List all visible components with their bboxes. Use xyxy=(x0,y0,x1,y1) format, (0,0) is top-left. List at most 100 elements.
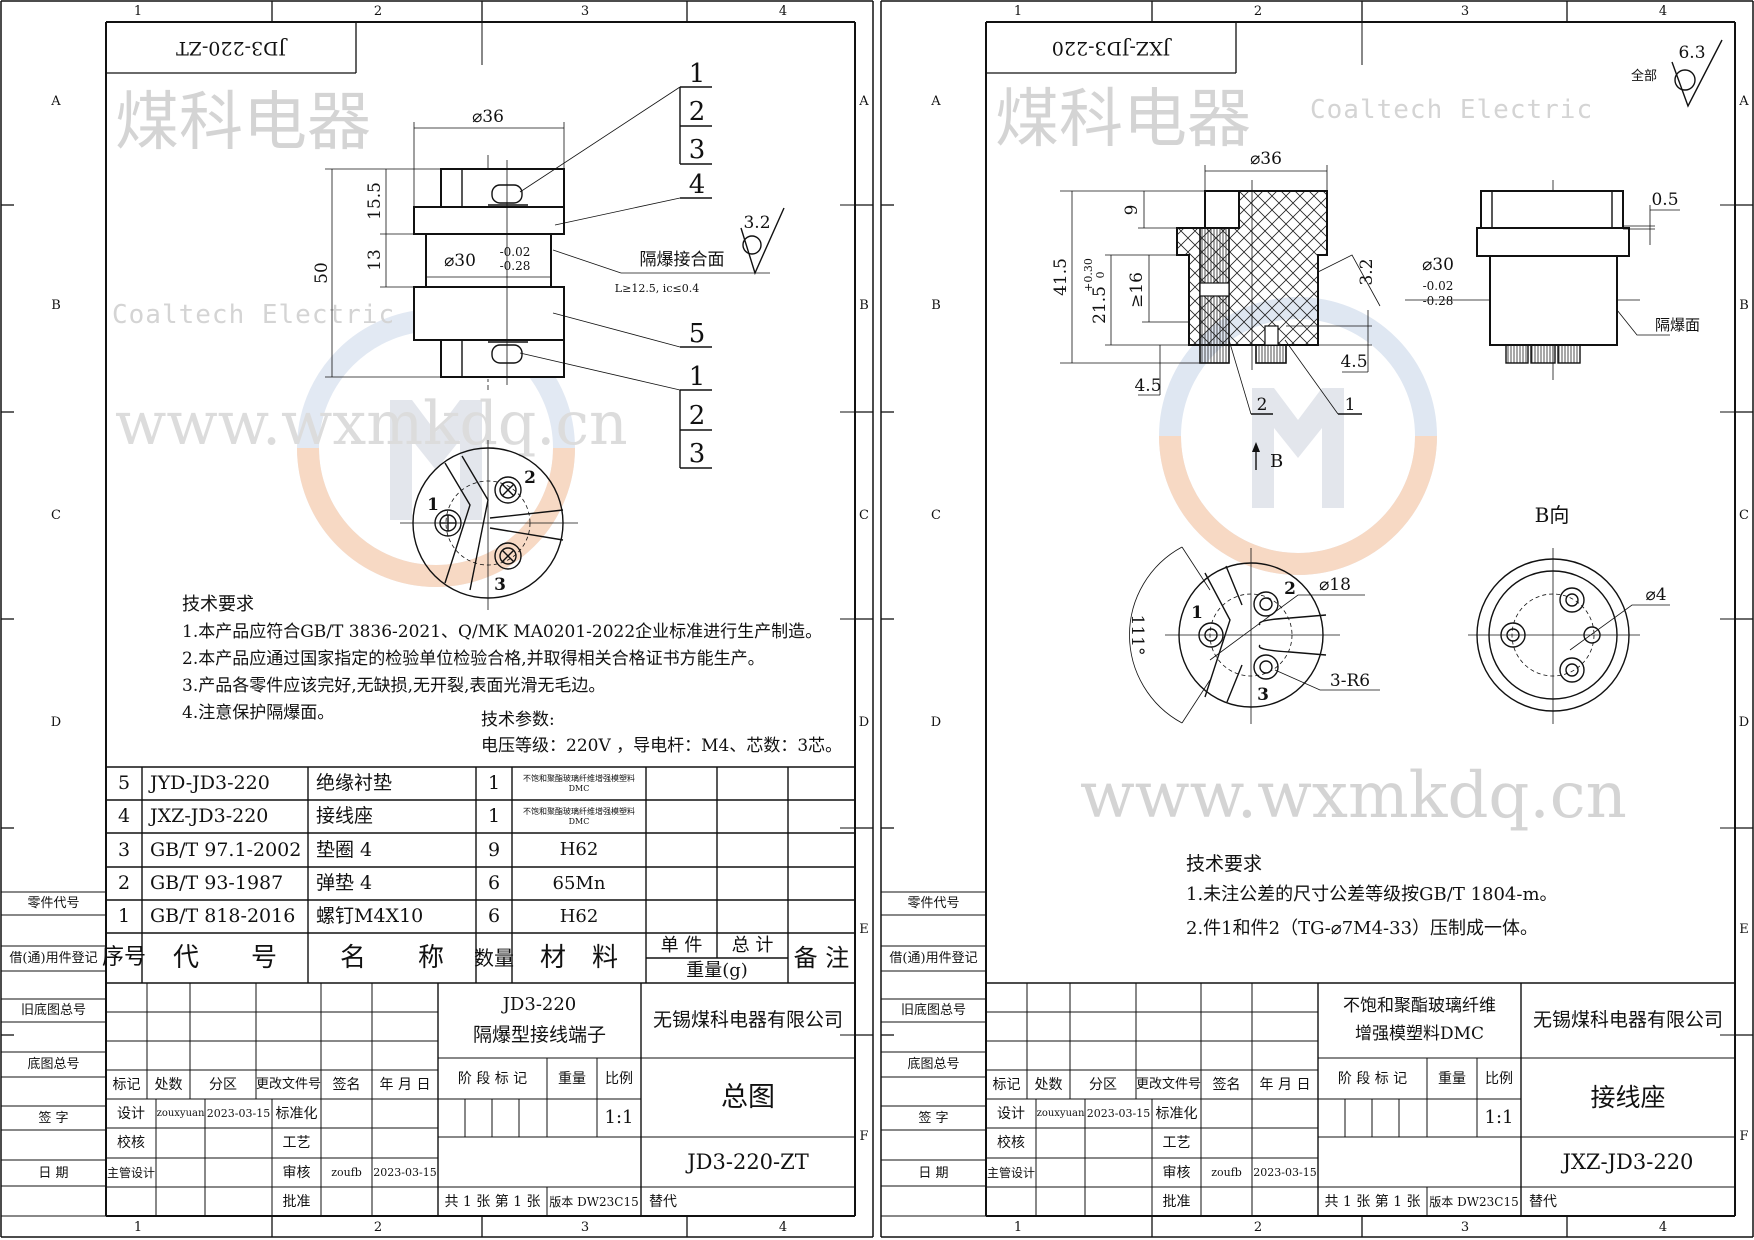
ruler-column-label: 3 xyxy=(580,3,590,19)
tb-label: 批准 xyxy=(1162,1193,1191,1210)
tb-label: 标记 xyxy=(112,1076,141,1093)
tb-label: 工艺 xyxy=(1162,1135,1191,1151)
tb-label: 比例 xyxy=(1485,1070,1513,1087)
ruler-row-label: B xyxy=(51,297,61,313)
bom-no: 1 xyxy=(117,905,131,927)
tb-label: 主管设计 xyxy=(986,1165,1035,1180)
dim-tol-lower: -0.28 xyxy=(1423,294,1454,308)
terminal-hole-icon xyxy=(1253,591,1279,617)
version: 版本 DW23C15 xyxy=(549,1194,639,1209)
design-date: 2023-03-15 xyxy=(1086,1107,1151,1120)
sheet-frame xyxy=(880,0,1754,1238)
explosion-surface-label: 隔爆接合面 xyxy=(640,250,725,270)
dim-21-5-tol-lower: 0 xyxy=(1094,272,1107,279)
terminal-screw-icon xyxy=(434,509,462,537)
tb-label: 重量 xyxy=(558,1070,586,1087)
side-table-label: 日 期 xyxy=(918,1165,949,1181)
dim-height-50: 50 xyxy=(312,262,332,284)
tb-label: 标记 xyxy=(992,1076,1021,1093)
ruler-row-label: C xyxy=(931,507,941,523)
tech-requirements-title: 技术要求 xyxy=(182,594,254,615)
ruler-column-label: 4 xyxy=(778,3,788,19)
company-name: 无锡煤科电器有限公司 xyxy=(652,1009,843,1031)
tb-label: 工艺 xyxy=(282,1135,311,1151)
terminal-label-3: 3 xyxy=(1257,685,1269,705)
terminal-screw-icon xyxy=(494,476,522,504)
review-date: 2023-03-15 xyxy=(373,1166,437,1179)
tech-requirement-2: 2.件1和件2（TG-⌀7M4-33）压制成一体。 xyxy=(1186,918,1539,939)
dim-diameter-36: ⌀36 xyxy=(1250,149,1282,169)
ruler-column-label: 4 xyxy=(778,1219,788,1235)
drawing-number: JD3-220-ZT xyxy=(687,1149,809,1174)
roughness-all-label: 全部 xyxy=(1631,68,1657,84)
terminal-hole-icon xyxy=(1500,622,1526,648)
dim-4-5-left: 4.5 xyxy=(1134,376,1161,396)
ruler-row-label: D xyxy=(858,714,870,730)
sheet-count: 共 1 张 第 1 张 xyxy=(444,1193,541,1210)
tb-label: 设计 xyxy=(997,1105,1025,1122)
dim-tol-lower: -0.28 xyxy=(500,259,531,273)
design-date: 2023-03-15 xyxy=(206,1107,271,1120)
balloon-bottom-1: 1 xyxy=(689,362,706,392)
bom-material: 65Mn xyxy=(552,872,606,894)
ruler-row-label: D xyxy=(930,714,942,730)
company-name: 无锡煤科电器有限公司 xyxy=(1532,1009,1723,1031)
bom-header-qty: 数量 xyxy=(474,946,514,970)
ruler-row-label: F xyxy=(859,1128,869,1144)
dim-diameter-18: ⌀18 xyxy=(1319,575,1351,595)
side-table-label: 底图总号 xyxy=(27,1057,80,1072)
tech-params: 电压等级：220V ，导电杆：M4、芯数：3芯。 xyxy=(481,736,843,756)
tb-label: 更改文件号 xyxy=(256,1077,322,1092)
bom-material: H62 xyxy=(559,905,599,927)
product-name: 隔爆型接线端子 xyxy=(472,1023,606,1046)
balloon-bottom-3: 3 xyxy=(689,439,706,469)
tb-label: 主管设计 xyxy=(106,1165,155,1180)
drawing-number: JXZ-JD3-220 xyxy=(1562,1149,1694,1174)
ruler-row-label: A xyxy=(859,93,869,109)
balloon-bottom-2: 2 xyxy=(689,401,706,431)
dim-height-9: 9 xyxy=(1122,205,1142,216)
ruler-row-label: F xyxy=(1739,1128,1749,1144)
dim-height-21-5: 21.5 xyxy=(1090,286,1110,324)
dim-4-5-right: 4.5 xyxy=(1340,352,1367,372)
view-arrow-label: B xyxy=(1270,451,1283,472)
side-table-label: 零件代号 xyxy=(27,896,80,911)
part-label-2: 2 xyxy=(1257,395,1268,415)
bom-no: 2 xyxy=(117,872,131,894)
dim-height-41-5: 41.5 xyxy=(1051,258,1071,296)
terminal-label-3: 3 xyxy=(494,575,506,595)
balloon-5: 5 xyxy=(689,319,706,349)
assembly-drawing: ⌀36 50 15.5 13 ⌀30 -0.02 -0.28 1 2 3 4 5… xyxy=(312,59,785,610)
tb-label: 标准化 xyxy=(1155,1105,1198,1122)
explosion-surface-label: 隔爆面 xyxy=(1655,316,1700,334)
ruler-column-label: 3 xyxy=(1460,3,1470,19)
dim-height-15-5: 15.5 xyxy=(365,182,385,220)
bom-qty: 1 xyxy=(487,805,501,827)
ruler-column-label: 4 xyxy=(1658,3,1668,19)
ruler-row-label: C xyxy=(1739,507,1749,523)
terminal-hole-icon xyxy=(1253,654,1279,680)
side-table-label: 旧底图总号 xyxy=(900,1003,966,1018)
tb-label: 签名 xyxy=(1212,1076,1241,1093)
material-line-1: 不饱和聚酯玻璃纤维 xyxy=(1343,995,1496,1016)
bom-grid xyxy=(106,766,855,983)
dim-diameter-30: ⌀30 xyxy=(444,251,476,271)
bom-qty: 6 xyxy=(487,872,501,894)
bom-header-weight: 重量(g) xyxy=(686,959,748,981)
side-table-label: 签 字 xyxy=(38,1110,69,1126)
ruler-row-label: C xyxy=(51,507,61,523)
bom-header-code: 代 号 xyxy=(172,943,277,973)
dim-diameter-4: ⌀4 xyxy=(1645,585,1666,605)
ruler-row-label: A xyxy=(931,93,941,109)
sheet-count: 共 1 张 第 1 张 xyxy=(1324,1193,1421,1210)
tb-label: 审核 xyxy=(282,1164,311,1181)
bom-header-no: 序号 xyxy=(102,945,147,970)
bom-qty: 6 xyxy=(487,905,501,927)
dim-0-5: 0.5 xyxy=(1651,190,1678,210)
roughness-all-value: 6.3 xyxy=(1678,43,1705,63)
tb-label: 批准 xyxy=(282,1193,311,1210)
tech-requirement-4: 4.注意保护隔爆面。 xyxy=(182,703,335,723)
tb-label: 年 月 日 xyxy=(379,1076,431,1093)
bom-no: 4 xyxy=(117,805,131,827)
bom-material: 不饱和聚酯玻璃纤维增强模塑料DMC xyxy=(523,807,635,826)
